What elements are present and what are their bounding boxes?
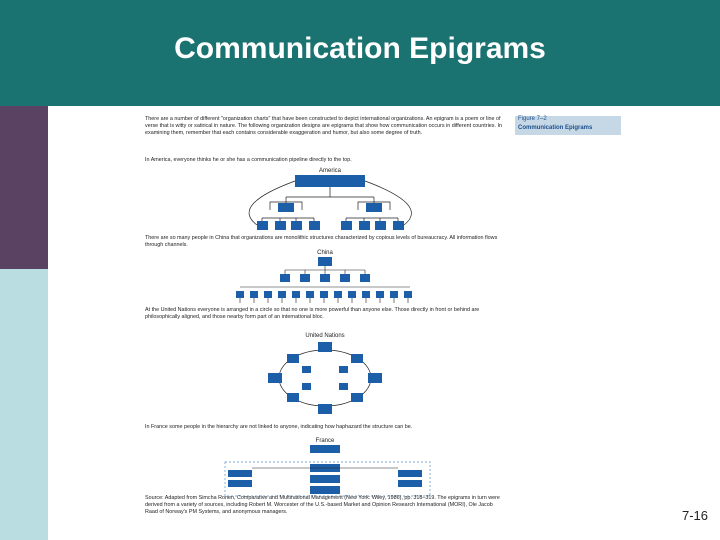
title-bar: Communication Epigrams bbox=[0, 0, 720, 106]
china-chart: China bbox=[236, 250, 412, 303]
united-nations-label: United Nations bbox=[305, 333, 344, 339]
figure-number: Figure 7–2 bbox=[518, 116, 547, 122]
united-nations-chart: United Nations bbox=[268, 333, 382, 414]
france-chart: France bbox=[224, 438, 431, 497]
page-number: 7-16 bbox=[681, 508, 708, 523]
figure-label: Figure 7–2 Communication Epigrams bbox=[515, 116, 621, 135]
america-chart: America bbox=[248, 168, 412, 230]
united-nations-text: At the United Nations everyone is arrang… bbox=[145, 307, 480, 320]
side-accent-teal bbox=[0, 269, 48, 540]
side-accent-purple bbox=[0, 106, 48, 269]
figure-source: Source: Adapted from Simcha Ronen, Compa… bbox=[145, 495, 500, 515]
figure-name: Communication Epigrams bbox=[518, 125, 593, 131]
figure-image: Figure 7–2 Communication Epigrams There … bbox=[140, 112, 628, 534]
america-text: In America, everyone thinks he or she ha… bbox=[145, 157, 352, 163]
america-label: America bbox=[319, 168, 342, 174]
china-text: There are so many people in China that o… bbox=[145, 235, 498, 248]
france-label: France bbox=[316, 438, 335, 444]
france-text: In France some people in the hierarchy a… bbox=[145, 424, 413, 430]
slide-title: Communication Epigrams bbox=[174, 32, 546, 65]
figure-intro: There are a number of different "organiz… bbox=[145, 116, 502, 136]
china-label: China bbox=[317, 250, 333, 256]
america-top-box bbox=[295, 175, 365, 187]
